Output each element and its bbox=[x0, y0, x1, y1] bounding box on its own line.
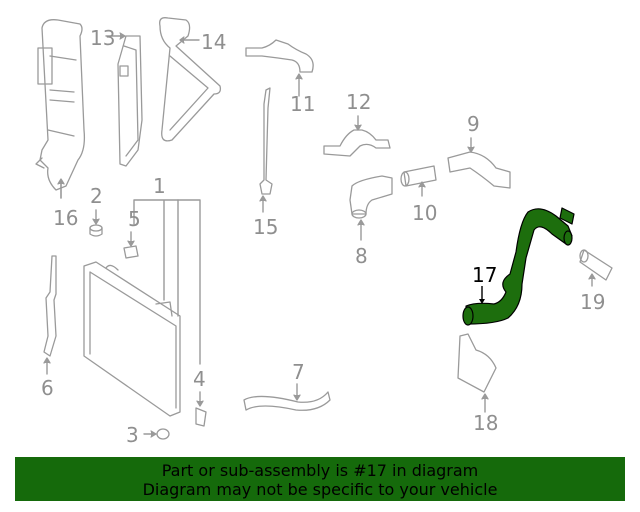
part-10-connector bbox=[400, 165, 437, 197]
callout-14: 14 bbox=[201, 30, 227, 54]
banner-line-2: Diagram may not be specific to your vehi… bbox=[142, 480, 498, 499]
part-9-hose bbox=[447, 137, 511, 189]
part-16-air-guide bbox=[35, 19, 86, 199]
banner-line-1: Part or sub-assembly is #17 in diagram bbox=[161, 461, 479, 480]
callout-1: 1 bbox=[153, 174, 166, 198]
part-5-mount bbox=[123, 231, 139, 259]
part-14-support bbox=[159, 17, 222, 142]
callout-12: 12 bbox=[346, 90, 372, 114]
callout-8: 8 bbox=[355, 244, 368, 268]
callout-4: 4 bbox=[193, 367, 206, 391]
callout-3: 3 bbox=[126, 423, 139, 447]
callout-9: 9 bbox=[467, 112, 480, 136]
callout-15: 15 bbox=[253, 215, 279, 239]
callout-11: 11 bbox=[290, 92, 316, 116]
callout-16: 16 bbox=[53, 206, 79, 230]
notice-banner: Part or sub-assembly is #17 in diagram D… bbox=[15, 457, 625, 501]
callout-6: 6 bbox=[41, 376, 54, 400]
part-11-hose bbox=[245, 39, 314, 97]
callout-19: 19 bbox=[580, 290, 606, 314]
part-3-grommet bbox=[143, 428, 170, 440]
part-7-hose bbox=[243, 383, 331, 411]
callout-7: 7 bbox=[292, 360, 305, 384]
callout-1-bracket bbox=[133, 199, 201, 365]
part-19-sleeve bbox=[579, 249, 613, 287]
part-18-bracket bbox=[457, 333, 497, 413]
part-1-radiator bbox=[83, 261, 181, 417]
part-2-cap bbox=[89, 209, 103, 237]
part-12-hose bbox=[323, 115, 391, 157]
callout-18: 18 bbox=[473, 411, 499, 435]
callout-10: 10 bbox=[412, 201, 438, 225]
part-8-elbow bbox=[349, 175, 393, 241]
callout-17: 17 bbox=[472, 263, 498, 287]
callout-5: 5 bbox=[128, 207, 141, 231]
part-15-rod bbox=[259, 87, 273, 213]
part-4-plug bbox=[195, 391, 207, 427]
part-6-bracket bbox=[43, 255, 57, 375]
part-13-bracket bbox=[105, 32, 143, 167]
callout-2: 2 bbox=[90, 184, 103, 208]
callout-13: 13 bbox=[90, 26, 116, 50]
part-17-water-pipe-highlighted[interactable] bbox=[462, 207, 575, 326]
